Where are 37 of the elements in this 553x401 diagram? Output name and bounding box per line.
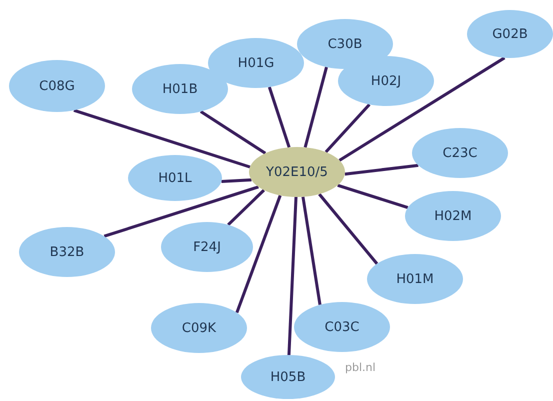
node-label: H01G: [238, 56, 274, 70]
node-label: C23C: [442, 146, 478, 160]
node-label: F24J: [193, 240, 221, 254]
connector-line: [344, 164, 418, 176]
connector-line: [318, 193, 378, 265]
node-label: H01L: [158, 170, 192, 186]
connector-line: [337, 184, 408, 209]
connector-line: [324, 103, 371, 154]
connector-line: [200, 110, 266, 154]
node-label: C08G: [39, 78, 75, 94]
node-label: B32B: [50, 244, 84, 260]
hub-ellipse: [249, 147, 345, 197]
connector-line: [301, 196, 322, 306]
node-label: H02J: [370, 74, 402, 88]
node-label: C03C: [324, 320, 360, 334]
connector-line: [287, 196, 298, 356]
source-note: pbl.nl: [345, 361, 376, 374]
node-label: G02B: [492, 26, 528, 42]
connector-line: [104, 185, 259, 238]
node-label: H01M: [396, 272, 434, 286]
class-ellipse: [128, 155, 222, 201]
node-label: C09K: [182, 320, 216, 336]
node-label: C30B: [328, 36, 362, 52]
connector-line: [221, 178, 252, 183]
node-label: H02M: [434, 208, 472, 224]
connector-line: [235, 194, 282, 314]
connector-line: [338, 56, 506, 162]
node-label: Y02E10/5: [266, 164, 328, 180]
connector-line: [268, 86, 291, 148]
class-ellipse: [467, 10, 553, 58]
connector-line: [227, 189, 265, 226]
node-label: H01B: [162, 82, 198, 96]
node-label: H05B: [270, 370, 306, 384]
class-ellipse: [294, 302, 390, 352]
connector-line: [73, 108, 250, 168]
class-ellipse: [161, 222, 253, 272]
connector-line: [304, 66, 328, 148]
